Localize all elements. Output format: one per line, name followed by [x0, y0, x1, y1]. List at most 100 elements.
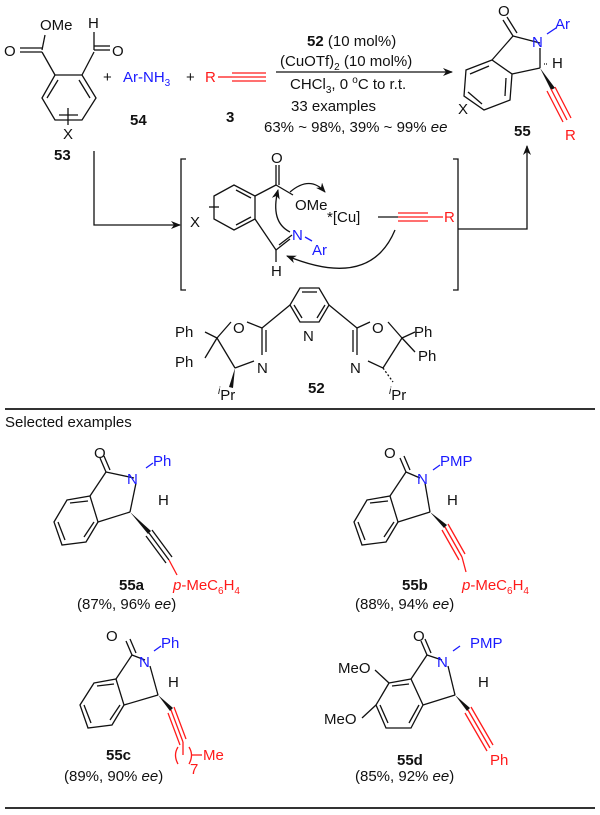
atom-n: N: [292, 227, 303, 244]
amine-formula: Ar-NH3: [123, 69, 171, 89]
benzene-ring: [463, 59, 513, 111]
bracket-right: [453, 158, 459, 291]
pyridine-ring: [289, 287, 330, 323]
n-substituent: PMP: [440, 453, 473, 470]
atom-h: H: [552, 55, 563, 72]
atom-h: H: [271, 263, 282, 280]
methoxy-group: MeO: [324, 711, 357, 728]
substituent-x: X: [458, 101, 468, 118]
isopropyl-group: iPr: [218, 386, 235, 404]
atom-o: O: [94, 445, 106, 462]
mechanism-arrow: [271, 189, 291, 233]
benzene-ring: [353, 495, 399, 546]
condition-solvent: CHCl3, 0 oC to r.t.: [290, 75, 406, 96]
copper-catalyst: *[Cu]: [327, 209, 360, 226]
atom-h: H: [478, 674, 489, 691]
n-substituent: Ar: [555, 16, 570, 33]
atom-o: O: [498, 3, 510, 20]
example-55a: O N Ph H p-MeC6H4 55a (87%, 96% ee): [53, 445, 240, 613]
atom-h: H: [447, 492, 458, 509]
methoxy-group: MeO: [338, 660, 371, 677]
ligand-52: N O N O N Ph Ph Ph Ph iPr iPr 52: [175, 287, 436, 404]
mechanism-arrow: [286, 229, 396, 269]
alkyne-end: Ph: [490, 752, 508, 769]
yield-ee-55d: (85%, 92% ee): [355, 768, 454, 785]
substituent-x: X: [190, 214, 200, 231]
atom-h: H: [88, 15, 99, 32]
benzene-ring: [53, 495, 99, 546]
n-substituent: Ph: [153, 453, 171, 470]
atom-n: N: [532, 34, 543, 51]
atom-o: O: [413, 628, 425, 645]
atom-h: H: [158, 492, 169, 509]
flow-arrow-to-product: [458, 145, 531, 230]
bracket-left: [180, 158, 186, 291]
compound-label-54: 54: [130, 112, 147, 129]
example-55c: 7 Me O N Ph H 55c (89%, 90% ee): [64, 628, 224, 785]
atom-o: O: [106, 628, 118, 645]
phenyl-group: Ph: [175, 354, 193, 371]
isopropyl-group: iPr: [389, 386, 406, 404]
atom-o: O: [4, 43, 16, 60]
compound-label-3: 3: [226, 109, 234, 126]
n-substituent: Ph: [161, 635, 179, 652]
atom-o: O: [384, 445, 396, 462]
mechanism-arrow: [289, 182, 326, 193]
atom-n: N: [417, 471, 428, 488]
plus-sign: +: [103, 69, 112, 86]
atom-n: N: [257, 360, 268, 377]
compound-label-55b: 55b: [402, 577, 428, 594]
benzene-ring: [79, 678, 125, 729]
r-group: R: [444, 209, 455, 226]
condition-copper: (CuOTf)2 (10 mol%): [280, 53, 412, 73]
atom-o: O: [233, 320, 245, 337]
plus-sign: +: [186, 69, 195, 86]
condition-examples: 33 examples: [291, 98, 376, 115]
atom-n: N: [127, 471, 138, 488]
benzene-ring: [213, 184, 256, 231]
chain-end: Me: [203, 747, 224, 764]
atom-ome: OMe: [40, 17, 73, 34]
r-group: R: [565, 127, 576, 144]
benzene-ring: [41, 74, 97, 121]
chain-bracket-left: [174, 746, 179, 765]
compound-label-55d: 55d: [397, 752, 423, 769]
compound-55: O N Ar H X R 55: [458, 3, 576, 144]
flow-arrow-to-intermediate: [93, 151, 181, 229]
compound-label-55a: 55a: [119, 577, 145, 594]
compound-label-55c: 55c: [106, 747, 131, 764]
intermediate: X O OMe *[Cu] R N Ar H: [180, 150, 459, 291]
n-substituent: Ar: [312, 242, 327, 259]
yield-ee-55c: (89%, 90% ee): [64, 768, 163, 785]
chain-bracket-right: [188, 746, 193, 765]
atom-o: O: [112, 43, 124, 60]
benzene-ring: [375, 678, 424, 729]
atom-o: O: [372, 320, 384, 337]
example-55d: MeO MeO O N PMP H Ph 55d (85%, 92% ee): [324, 628, 508, 785]
atom-n: N: [139, 654, 150, 671]
yield-ee-55b: (88%, 94% ee): [355, 596, 454, 613]
phenyl-group: Ph: [418, 348, 436, 365]
phenyl-group: Ph: [414, 324, 432, 341]
alkyne-substituent: p-MeC6H4: [461, 577, 529, 597]
phenyl-group: Ph: [175, 324, 193, 341]
compound-3: R 3: [205, 69, 266, 126]
atom-ome: OMe: [295, 197, 328, 214]
alkyne-substituent: p-MeC6H4: [172, 577, 240, 597]
atom-o: O: [271, 150, 283, 167]
atom-h: H: [168, 674, 179, 691]
substituent-x: X: [63, 126, 73, 143]
compound-label-52: 52: [308, 380, 325, 397]
compound-label-53: 53: [54, 147, 71, 164]
chain-repeat-count: 7: [190, 761, 198, 778]
atom-n: N: [437, 654, 448, 671]
compound-53: O OMe H O X 53: [4, 15, 124, 164]
condition-catalyst: 52 (10 mol%): [307, 33, 396, 50]
compound-label-55: 55: [514, 123, 531, 140]
example-55b: O N PMP H p-MeC6H4 55b (88%, 94% ee): [353, 445, 529, 613]
r-group: R: [205, 69, 216, 86]
n-substituent: PMP: [470, 635, 503, 652]
atom-n: N: [303, 328, 314, 345]
selected-examples-heading: Selected examples: [5, 414, 132, 431]
